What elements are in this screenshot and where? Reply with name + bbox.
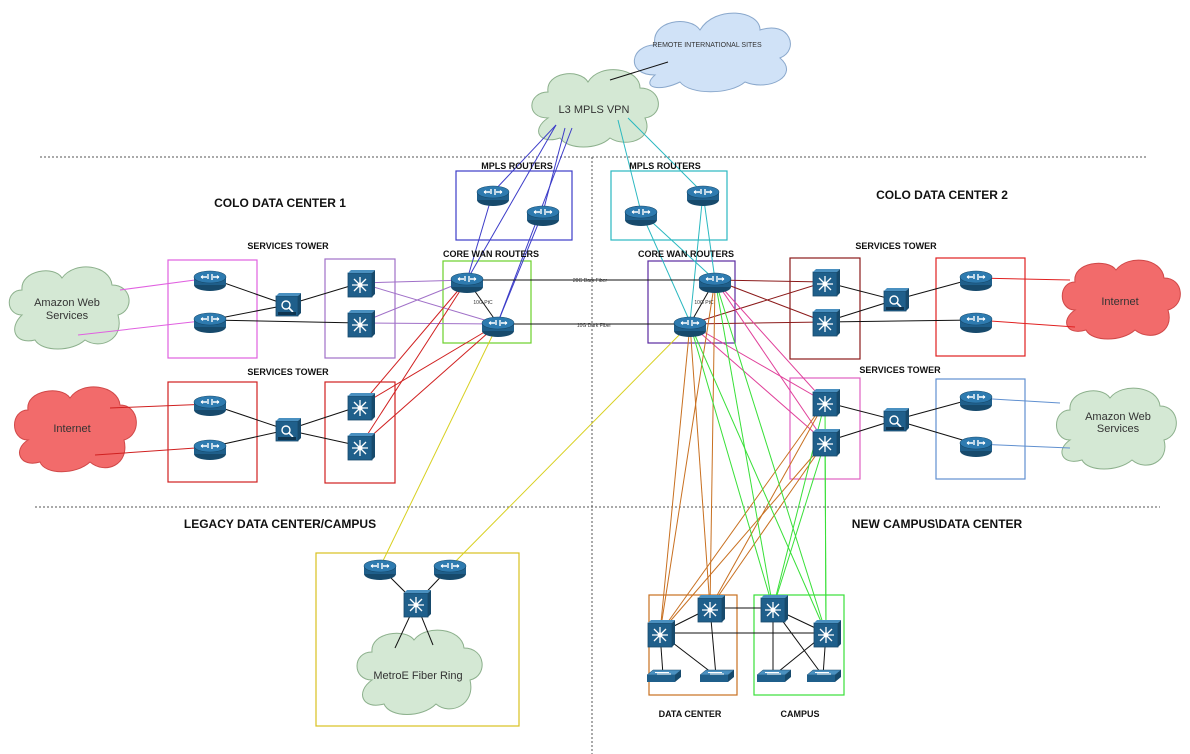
router-icon [686, 185, 720, 207]
services-tower-label-1: SERVICES TOWER [247, 241, 329, 251]
multilayer-switch-icon [812, 428, 841, 457]
router-icon [193, 439, 227, 461]
services-tower-1-routers [167, 259, 258, 359]
legacy-title: LEGACY DATA CENTER/CAMPUS [184, 517, 376, 531]
dark-fiber-10g-label: 10G Dark Fiber [577, 323, 612, 329]
router-icon [624, 205, 658, 227]
multilayer-switch-icon [812, 268, 841, 297]
colo-dc-1-title: COLO DATA CENTER 1 [214, 196, 346, 210]
aws-left-label-2: Services [46, 310, 89, 322]
multilayer-switch-icon [347, 392, 376, 421]
workgroup-switch-icon [806, 669, 842, 683]
router-icon [698, 272, 732, 294]
aws-right-label-1: Amazon Web [1085, 411, 1151, 423]
router-icon [193, 395, 227, 417]
ptp-right-label: 10G PtC [694, 300, 714, 306]
firewall-icon [275, 417, 302, 442]
services-tower-3-routers [935, 257, 1026, 357]
campus-label: CAMPUS [780, 709, 819, 719]
group-boxes [167, 170, 1026, 727]
metroe-fiber-ring-cloud [356, 629, 483, 715]
remote-sites-label: REMOTE INTERNATIONAL SITES [652, 42, 762, 49]
remote-international-sites-cloud [633, 12, 791, 93]
router-icon [193, 270, 227, 292]
services-tower-2-switches [324, 381, 396, 484]
mpls-routers-label-left: MPLS ROUTERS [481, 161, 553, 171]
multilayer-switch-icon [347, 309, 376, 338]
aws-left-label-1: Amazon Web [34, 297, 100, 309]
workgroup-switch-icon [699, 669, 735, 683]
mpls-vpn-label: L3 MPLS VPN [559, 104, 630, 116]
router-icon [959, 270, 993, 292]
router-icon [363, 559, 397, 581]
router-icon [193, 312, 227, 334]
multilayer-switch-icon [760, 594, 789, 623]
colo-dc-2-title: COLO DATA CENTER 2 [876, 188, 1008, 202]
router-icon [450, 272, 484, 294]
internet-right-label: Internet [1101, 296, 1138, 308]
aws-cloud-left [8, 266, 130, 350]
aws-cloud-right [1056, 387, 1177, 470]
core-wan-box-left [442, 260, 532, 344]
services-tower-label-3: SERVICES TOWER [855, 241, 937, 251]
devices [193, 185, 993, 683]
mpls-routers-box-right [610, 170, 728, 241]
l3-mpls-vpn-cloud [531, 69, 659, 148]
ptp-left-label: 10G PtC [473, 300, 493, 306]
services-tower-2-routers [167, 381, 258, 483]
legacy-box [315, 552, 520, 727]
new-campus-title: NEW CAMPUS\DATA CENTER [852, 517, 1023, 531]
multilayer-switch-icon [812, 388, 841, 417]
services-tower-label-2: SERVICES TOWER [247, 367, 329, 377]
internet-cloud-right [1061, 259, 1181, 340]
router-icon [526, 205, 560, 227]
router-icon [481, 316, 515, 338]
workgroup-switch-icon [646, 669, 682, 683]
firewall-icon [275, 292, 302, 317]
router-icon [476, 185, 510, 207]
router-icon [959, 312, 993, 334]
internet-left-label: Internet [53, 423, 90, 435]
cloud-icon [8, 12, 1181, 715]
data-center-label: DATA CENTER [659, 709, 722, 719]
router-icon [959, 390, 993, 412]
dark-fiber-20g-label: 20G Dark Fiber [573, 278, 608, 284]
campus-box [753, 594, 845, 696]
core-wan-label-right: CORE WAN ROUTERS [638, 249, 734, 259]
multilayer-switch-icon [403, 589, 432, 618]
core-wan-label-left: CORE WAN ROUTERS [443, 249, 539, 259]
internet-cloud-left [14, 386, 137, 473]
multilayer-switch-icon [347, 432, 376, 461]
multilayer-switch-icon [647, 619, 676, 648]
router-icon [673, 316, 707, 338]
firewall-icon [883, 287, 910, 312]
mpls-routers-label-right: MPLS ROUTERS [629, 161, 701, 171]
workgroup-switch-icon [756, 669, 792, 683]
metroe-label: MetroE Fiber Ring [373, 670, 462, 682]
multilayer-switch-icon [813, 619, 842, 648]
mpls-routers-box-left [455, 170, 573, 241]
multilayer-switch-icon [347, 269, 376, 298]
router-icon [433, 559, 467, 581]
region-dividers [35, 156, 1160, 754]
multilayer-switch-icon [812, 308, 841, 337]
services-tower-label-4: SERVICES TOWER [859, 365, 941, 375]
firewall-icon [883, 407, 910, 432]
router-icon [959, 436, 993, 458]
services-tower-4-routers [935, 378, 1026, 480]
multilayer-switch-icon [697, 594, 726, 623]
aws-right-label-2: Services [1097, 423, 1140, 435]
